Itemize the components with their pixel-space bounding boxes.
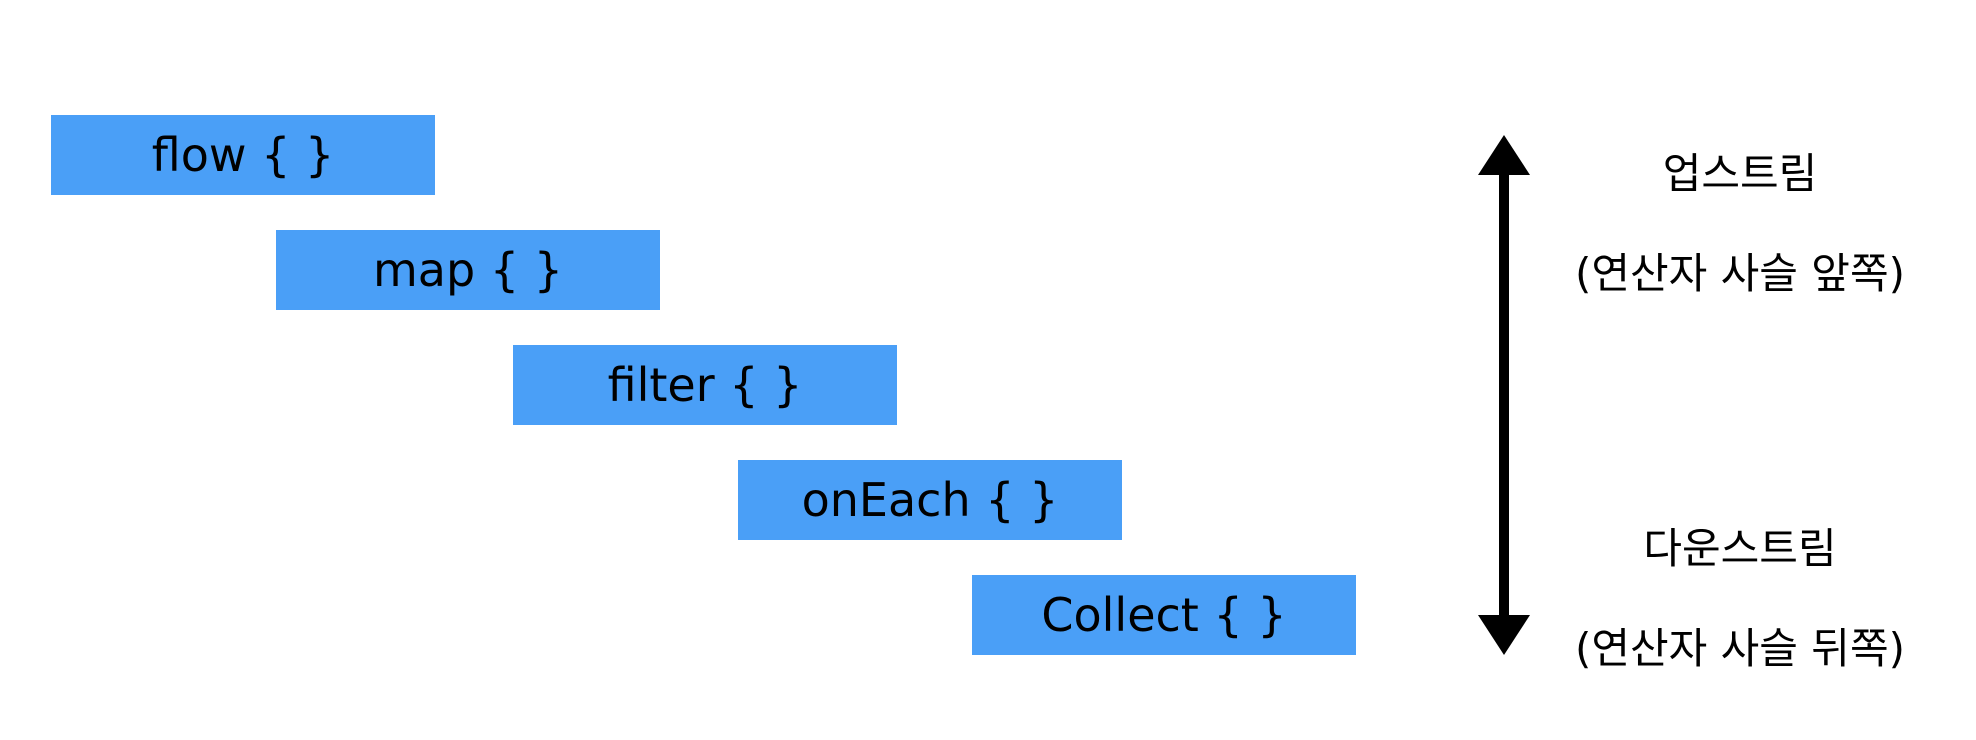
operator-box-oneach: onEach { } [738,460,1122,540]
operator-label: filter { } [607,358,803,412]
arrow-shaft [1499,165,1509,625]
double-headed-arrow-icon [1478,135,1530,655]
operator-label: map { } [373,243,563,297]
upstream-note: (연산자 사슬 앞쪽) [1575,249,1905,298]
operator-box-map: map { } [276,230,660,310]
upstream-title: 업스트림 [1662,149,1818,198]
operator-box-filter: filter { } [513,345,897,425]
operator-box-flow: flow { } [51,115,435,195]
operator-label: Collect { } [1041,588,1287,642]
downstream-note: (연산자 사슬 뒤쪽) [1575,624,1905,673]
operator-box-collect: Collect { } [972,575,1356,655]
operator-label: onEach { } [801,473,1059,527]
downstream-title: 다운스트림 [1643,524,1837,573]
arrow-up-head [1478,135,1530,175]
arrow-down-head [1478,615,1530,655]
operator-label: flow { } [151,128,335,182]
